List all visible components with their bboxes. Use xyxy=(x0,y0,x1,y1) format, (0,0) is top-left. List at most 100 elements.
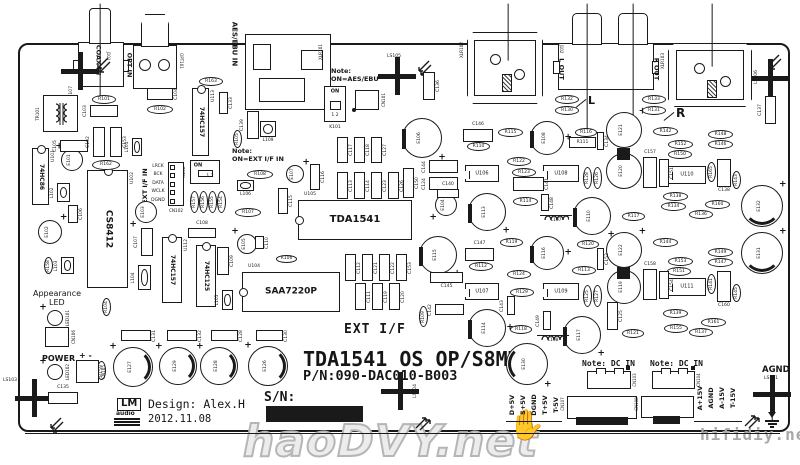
cap-label-E103: E103 xyxy=(140,206,146,218)
capacitor-label-C141: C141 xyxy=(544,178,550,190)
ext-if-heading: EXT I/F xyxy=(344,322,406,337)
resistor-label-R106: R106 xyxy=(280,255,293,261)
cap-label-E129: E129 xyxy=(172,360,178,372)
resistor-label-R163: R163 xyxy=(205,78,217,84)
resistor-label-R141: R141 xyxy=(708,278,714,290)
fiducial-label-LS103: LS103 xyxy=(3,377,17,383)
inductor-L104 xyxy=(138,265,151,290)
capacitor-label-C105: C105 xyxy=(52,140,58,152)
resistor-R130 xyxy=(555,106,579,115)
ic-notch xyxy=(202,242,211,251)
polarity-bar xyxy=(402,129,406,149)
cap-label-E102: E102 xyxy=(44,226,50,238)
electrolytic-cap-E103 xyxy=(135,201,157,223)
capacitor-C130 xyxy=(256,330,283,341)
plus-mark: + xyxy=(231,226,239,237)
fiducial-cross-v xyxy=(767,59,773,97)
capacitor-C121 xyxy=(362,254,373,281)
plus-mark: + xyxy=(779,179,787,190)
resistor-R141 xyxy=(707,274,716,294)
capacitor-label-C103: C103 xyxy=(82,105,88,117)
electrolytic-cap-E132 xyxy=(741,185,783,227)
resistor-label-R138: R138 xyxy=(669,193,682,199)
text-aes-ebu-in: AES/EBU IN xyxy=(230,21,239,67)
capacitor-label-C109: C109 xyxy=(229,255,235,267)
resistor-label-R160: R160 xyxy=(711,201,724,207)
inductor-core xyxy=(240,182,251,189)
resistor-R144 xyxy=(653,238,678,247)
polarity-bar xyxy=(468,203,472,223)
capacitor-C127 xyxy=(371,137,382,163)
resistor-label-R148: R148 xyxy=(714,131,727,137)
led-LED102 xyxy=(47,364,63,380)
ic-label-74HC86: 74HC86 xyxy=(37,163,45,190)
ic-ref-U113: U113 xyxy=(210,90,216,102)
resistor-label-R153: R153 xyxy=(674,258,687,264)
switch-K101 xyxy=(324,86,346,122)
plus-mark: + xyxy=(55,142,63,152)
cap-label-E107: E107 xyxy=(289,168,295,180)
resistor-R131 xyxy=(642,106,666,115)
resistor-R160 xyxy=(705,200,730,209)
rca-jack-pair-J102 xyxy=(558,43,654,90)
electrolytic-cap-E106 xyxy=(402,118,442,158)
resistor-label-R152: R152 xyxy=(674,141,687,147)
text-on-ext-i-f-in: ON=EXT I/F IN xyxy=(232,155,284,163)
resistor-R147 xyxy=(708,258,733,267)
resistor-label-R136: R136 xyxy=(695,211,707,217)
resistor-label-R118: R118 xyxy=(515,326,527,332)
resistor-label-R109: R109 xyxy=(420,310,426,323)
lm-audio-logo: LM audio xyxy=(114,398,142,426)
connector-ref-CN103: CN103 xyxy=(632,373,637,387)
plus-mark: + xyxy=(638,226,647,237)
toslink-port-label: OPT IN xyxy=(125,52,134,78)
coil-lead xyxy=(540,215,572,216)
header-pin xyxy=(170,198,175,204)
toslink-hole xyxy=(158,58,171,71)
hand-icon: ✋ xyxy=(508,408,546,443)
resistor-label-R125: R125 xyxy=(584,290,590,302)
plus-mark: + xyxy=(502,225,510,236)
capacitor-C146 xyxy=(463,129,493,142)
polarity-bar xyxy=(573,207,577,227)
header-pin xyxy=(170,165,175,170)
capacitor-label-C138: C138 xyxy=(718,187,730,193)
capacitor-label-C158: C158 xyxy=(644,261,656,267)
resistor-label-R147: R147 xyxy=(714,259,727,265)
resistor-label-R155: R155 xyxy=(670,325,682,331)
resistor-R119 xyxy=(500,238,523,247)
inductor-label-L104: L104 xyxy=(130,271,136,284)
power-rail-label-DGND: DGND xyxy=(529,394,538,416)
layer-arrow xyxy=(414,58,432,76)
capacitor-C105 xyxy=(60,140,88,152)
xlr-step xyxy=(253,44,271,70)
power-rail-label-S+5V: S+5V xyxy=(518,395,527,415)
fiducial-cross-v xyxy=(31,379,37,417)
electrolytic-cap-E131 xyxy=(741,232,783,274)
ext-if-pin-DGND: DGND xyxy=(151,197,165,203)
plus-mark: + xyxy=(196,341,204,352)
capacitor-C126 xyxy=(388,172,399,199)
resistor-R121 xyxy=(622,329,644,338)
inductor-L103 xyxy=(61,257,74,274)
ext-if-pin-LRCK: LRCK xyxy=(152,163,164,169)
toslink-hole xyxy=(139,58,152,71)
xlr-pin-hole xyxy=(693,62,705,74)
resistor-R113 xyxy=(572,266,596,275)
switch-on-label: ON xyxy=(330,88,340,95)
connector-ref-CN108: CN108 xyxy=(634,397,639,411)
inductor-core xyxy=(134,141,140,153)
silk-line xyxy=(25,433,780,435)
text-agnd: AGND xyxy=(762,365,790,375)
designer-credit: Design: Alex.H xyxy=(148,397,245,411)
inductor-core xyxy=(59,186,68,199)
toslink-ref-OPT101: OPT101 xyxy=(179,53,184,69)
capacitor-label-C137: C137 xyxy=(757,104,763,116)
ic-U113-74HC157 xyxy=(192,85,209,156)
text-l: L xyxy=(588,94,596,107)
power-rail-label-T+5V: T+5V xyxy=(540,395,549,415)
power-rail-label-D+5V: D+5V xyxy=(507,394,516,416)
inductor-L102 xyxy=(57,183,70,202)
inductor-L109 xyxy=(260,121,276,137)
plus-mark: + xyxy=(109,341,117,352)
